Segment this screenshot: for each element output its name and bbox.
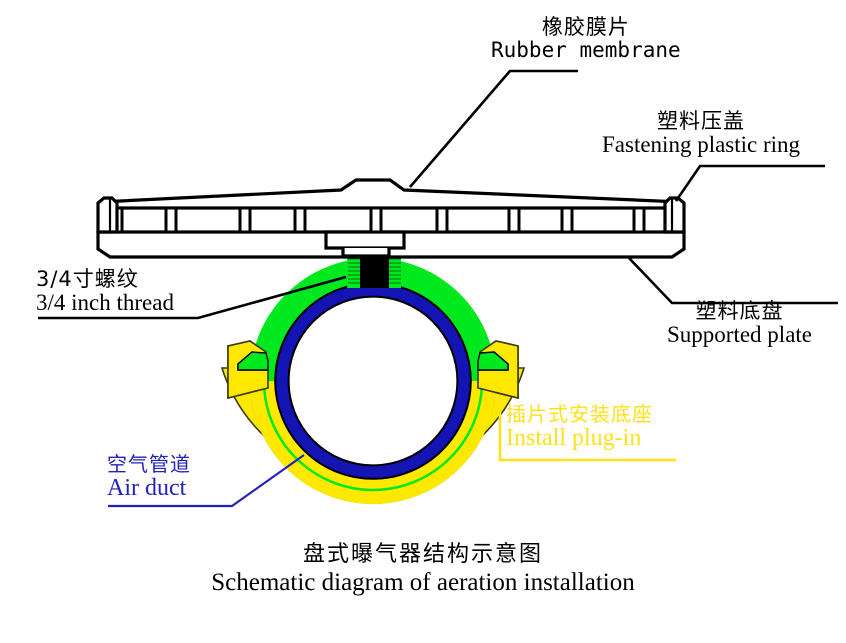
base-plate-boss-neck bbox=[341, 248, 391, 258]
rib-3 bbox=[238, 206, 252, 234]
nipple-thread-hatch-left bbox=[348, 258, 360, 284]
air-duct-pipe-wall bbox=[275, 283, 471, 479]
clamp-yellow-outer-edge bbox=[262, 380, 484, 492]
label-install-plugin-en: Install plug-in bbox=[506, 424, 642, 451]
rib-2 bbox=[164, 206, 178, 234]
label-thread-en: 3/4 inch thread bbox=[36, 289, 174, 315]
leader-supported-plate bbox=[628, 257, 838, 305]
label-fastening-plastic-ring-en: Fastening plastic ring bbox=[602, 131, 801, 157]
leader-thread bbox=[38, 275, 347, 320]
label-air-duct: 空气管道 Air duct bbox=[107, 452, 191, 502]
label-supported-plate-cn: 塑料底盘 bbox=[695, 299, 784, 323]
rib-4 bbox=[293, 206, 307, 234]
label-supported-plate-en: Supported plate bbox=[667, 321, 812, 347]
saddle-clamp-assembly bbox=[220, 248, 526, 504]
label-fastening-plastic-ring: 塑料压盖 Fastening plastic ring bbox=[602, 110, 800, 158]
label-thread-cn: 3/4寸螺纹 bbox=[36, 267, 139, 291]
leader-install-plugin bbox=[498, 404, 676, 462]
air-duct-inner-outline bbox=[287, 295, 459, 467]
figure-title: 盘式曝气器结构示意图 Schematic diagram of aeration… bbox=[0, 536, 846, 597]
label-air-duct-cn: 空气管道 bbox=[107, 452, 191, 476]
label-install-plugin-cn: 插片式安装底座 bbox=[506, 402, 653, 426]
rib-6 bbox=[435, 206, 449, 234]
figure-title-cn: 盘式曝气器结构示意图 bbox=[302, 542, 543, 567]
leader-rubber-membrane bbox=[409, 69, 578, 188]
clamp-left-clip-green-inset bbox=[237, 351, 269, 371]
label-rubber-membrane: 橡胶膜片 Rubber membrane bbox=[491, 16, 681, 61]
rib-7 bbox=[507, 206, 521, 234]
rib-5 bbox=[369, 206, 383, 234]
nipple-bore bbox=[360, 255, 389, 288]
label-supported-plate: 塑料底盘 Supported plate bbox=[667, 300, 812, 348]
fastening-ring-left bbox=[96, 196, 119, 234]
rubber-membrane bbox=[98, 178, 684, 210]
rib-8 bbox=[560, 206, 574, 234]
label-fastening-plastic-ring-cn: 塑料压盖 bbox=[657, 109, 746, 133]
fastening-ring-right bbox=[663, 196, 686, 234]
rib-9 bbox=[632, 206, 646, 234]
leader-lines bbox=[38, 69, 838, 508]
internal-support-ribs bbox=[110, 206, 646, 234]
label-air-duct-en: Air duct bbox=[107, 474, 187, 501]
label-install-plugin: 插片式安装底座 Install plug-in bbox=[506, 402, 653, 452]
nipple-thread-hatch-right bbox=[389, 258, 401, 284]
label-rubber-membrane-cn: 橡胶膜片 bbox=[541, 15, 630, 39]
base-plate-boss bbox=[324, 230, 406, 250]
leader-air-duct bbox=[108, 454, 305, 508]
aerator-disc-assembly bbox=[96, 178, 686, 259]
figure-title-en: Schematic diagram of aeration installati… bbox=[211, 569, 635, 596]
clamp-right-clip-green-inset bbox=[477, 351, 509, 371]
label-rubber-membrane-en: Rubber membrane bbox=[491, 37, 681, 62]
leader-fastening-ring bbox=[674, 164, 825, 202]
label-thread: 3/4寸螺纹 3/4 inch thread bbox=[36, 268, 174, 316]
